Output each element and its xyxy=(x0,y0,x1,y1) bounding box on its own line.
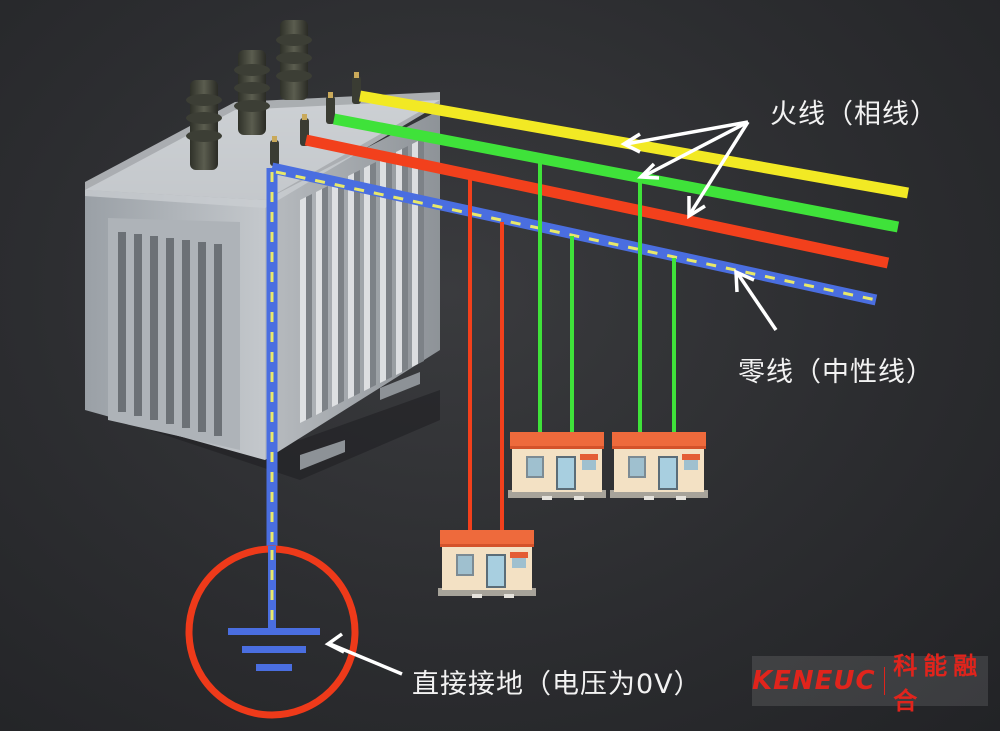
brand-logo: KENEUC 科能融合 xyxy=(752,652,988,715)
arrow-to-ground xyxy=(324,632,403,676)
arrow-to-green xyxy=(636,120,749,180)
arrow-to-red xyxy=(687,121,750,220)
arrows xyxy=(324,120,778,676)
drop-wires xyxy=(468,158,676,535)
live-wire-label: 火线（相线） xyxy=(770,99,938,130)
arrow-to-neutral xyxy=(734,269,778,331)
arrow-to-yellow xyxy=(620,120,749,154)
logo-brand-text: KENEUC xyxy=(752,666,876,696)
logo-divider xyxy=(883,667,886,695)
grounding-label: 直接接地（电压为0V） xyxy=(412,669,702,700)
phase-wires xyxy=(304,90,909,269)
house-icon xyxy=(610,432,708,500)
phase-wire-red xyxy=(304,134,890,269)
phase-wire-yellow xyxy=(359,90,909,199)
house-icon xyxy=(508,432,606,500)
transformer-icon xyxy=(85,20,440,480)
phase-wire-green xyxy=(332,113,900,233)
neutral-wire xyxy=(266,162,878,546)
logo-chinese-text: 科能融合 xyxy=(893,652,984,715)
house-icon xyxy=(438,530,536,598)
ground-symbol-icon xyxy=(185,545,359,719)
neutral-wire-label: 零线（中性线） xyxy=(738,357,934,388)
